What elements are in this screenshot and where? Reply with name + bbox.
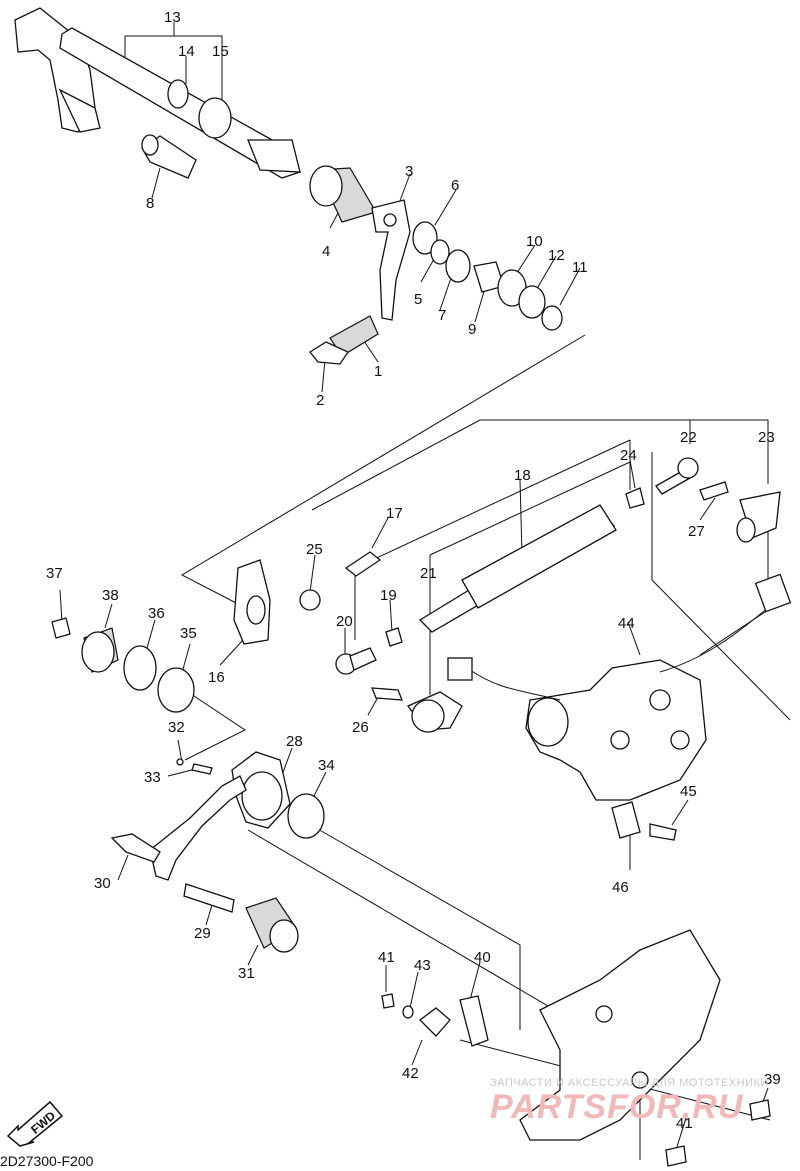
part-label-32: 32: [168, 719, 185, 736]
part-label-45: 45: [680, 783, 697, 800]
part-label-28: 28: [286, 733, 303, 750]
part-label-24: 24: [620, 447, 637, 464]
part-label-12: 12: [548, 247, 565, 264]
part-label-39: 39: [764, 1071, 781, 1088]
part-shapes: [14, 7, 792, 1167]
part-label-40: 40: [474, 949, 491, 966]
part-label-36: 36: [148, 605, 165, 622]
part-label-41-upper: 41: [378, 949, 395, 966]
part-label-4: 4: [322, 243, 330, 260]
part-label-33: 33: [144, 769, 161, 786]
part-label-8: 8: [146, 195, 154, 212]
part-label-6: 6: [451, 177, 459, 194]
part-label-22: 22: [680, 429, 697, 446]
part-label-42: 42: [402, 1065, 419, 1082]
part-label-21: 21: [420, 565, 437, 582]
part-label-11: 11: [572, 259, 588, 276]
part-label-16: 16: [208, 669, 225, 686]
watermark-tagline: ЗАПЧАСТИ И АКСЕССУАРЫ ДЛЯ МОТОТЕХНИКИ: [490, 1077, 769, 1089]
part-label-20: 20: [336, 613, 353, 630]
part-label-25: 25: [306, 541, 323, 558]
part-label-15: 15: [212, 43, 229, 60]
part-label-7: 7: [438, 307, 446, 324]
part-label-29: 29: [194, 925, 211, 942]
part-label-14: 14: [178, 43, 195, 60]
part-label-35: 35: [180, 625, 197, 642]
part-label-9: 9: [468, 321, 476, 338]
part-label-34: 34: [318, 757, 335, 774]
drawing-code: 2D27300-F200: [0, 1153, 94, 1169]
watermark-brand: PARTSFOR.RU: [490, 1088, 744, 1126]
part-number-labels: 1 2 3 4 5 6 7 8 9 10 11 12 13 14 15 16 1…: [46, 9, 781, 1132]
part-label-26: 26: [352, 719, 369, 736]
part-label-1: 1: [374, 363, 382, 380]
part-label-2: 2: [316, 392, 324, 409]
part-label-44: 44: [618, 615, 635, 632]
part-label-43: 43: [414, 957, 431, 974]
part-label-46: 46: [612, 879, 629, 896]
part-label-3: 3: [405, 163, 413, 180]
part-label-30: 30: [94, 875, 111, 892]
fwd-arrow-icon: FWD: [6, 1100, 64, 1147]
part-label-23: 23: [758, 429, 775, 446]
part-label-27: 27: [688, 523, 705, 540]
part-label-31: 31: [238, 965, 255, 982]
part-label-37: 37: [46, 565, 63, 582]
part-label-38: 38: [102, 587, 119, 604]
part-label-41-lower: 41: [676, 1115, 693, 1132]
part-label-5: 5: [414, 291, 422, 308]
part-label-17: 17: [386, 505, 403, 522]
part-label-18: 18: [514, 467, 531, 484]
part-label-19: 19: [380, 587, 397, 604]
part-label-10: 10: [526, 233, 543, 250]
part-label-13: 13: [164, 9, 181, 26]
